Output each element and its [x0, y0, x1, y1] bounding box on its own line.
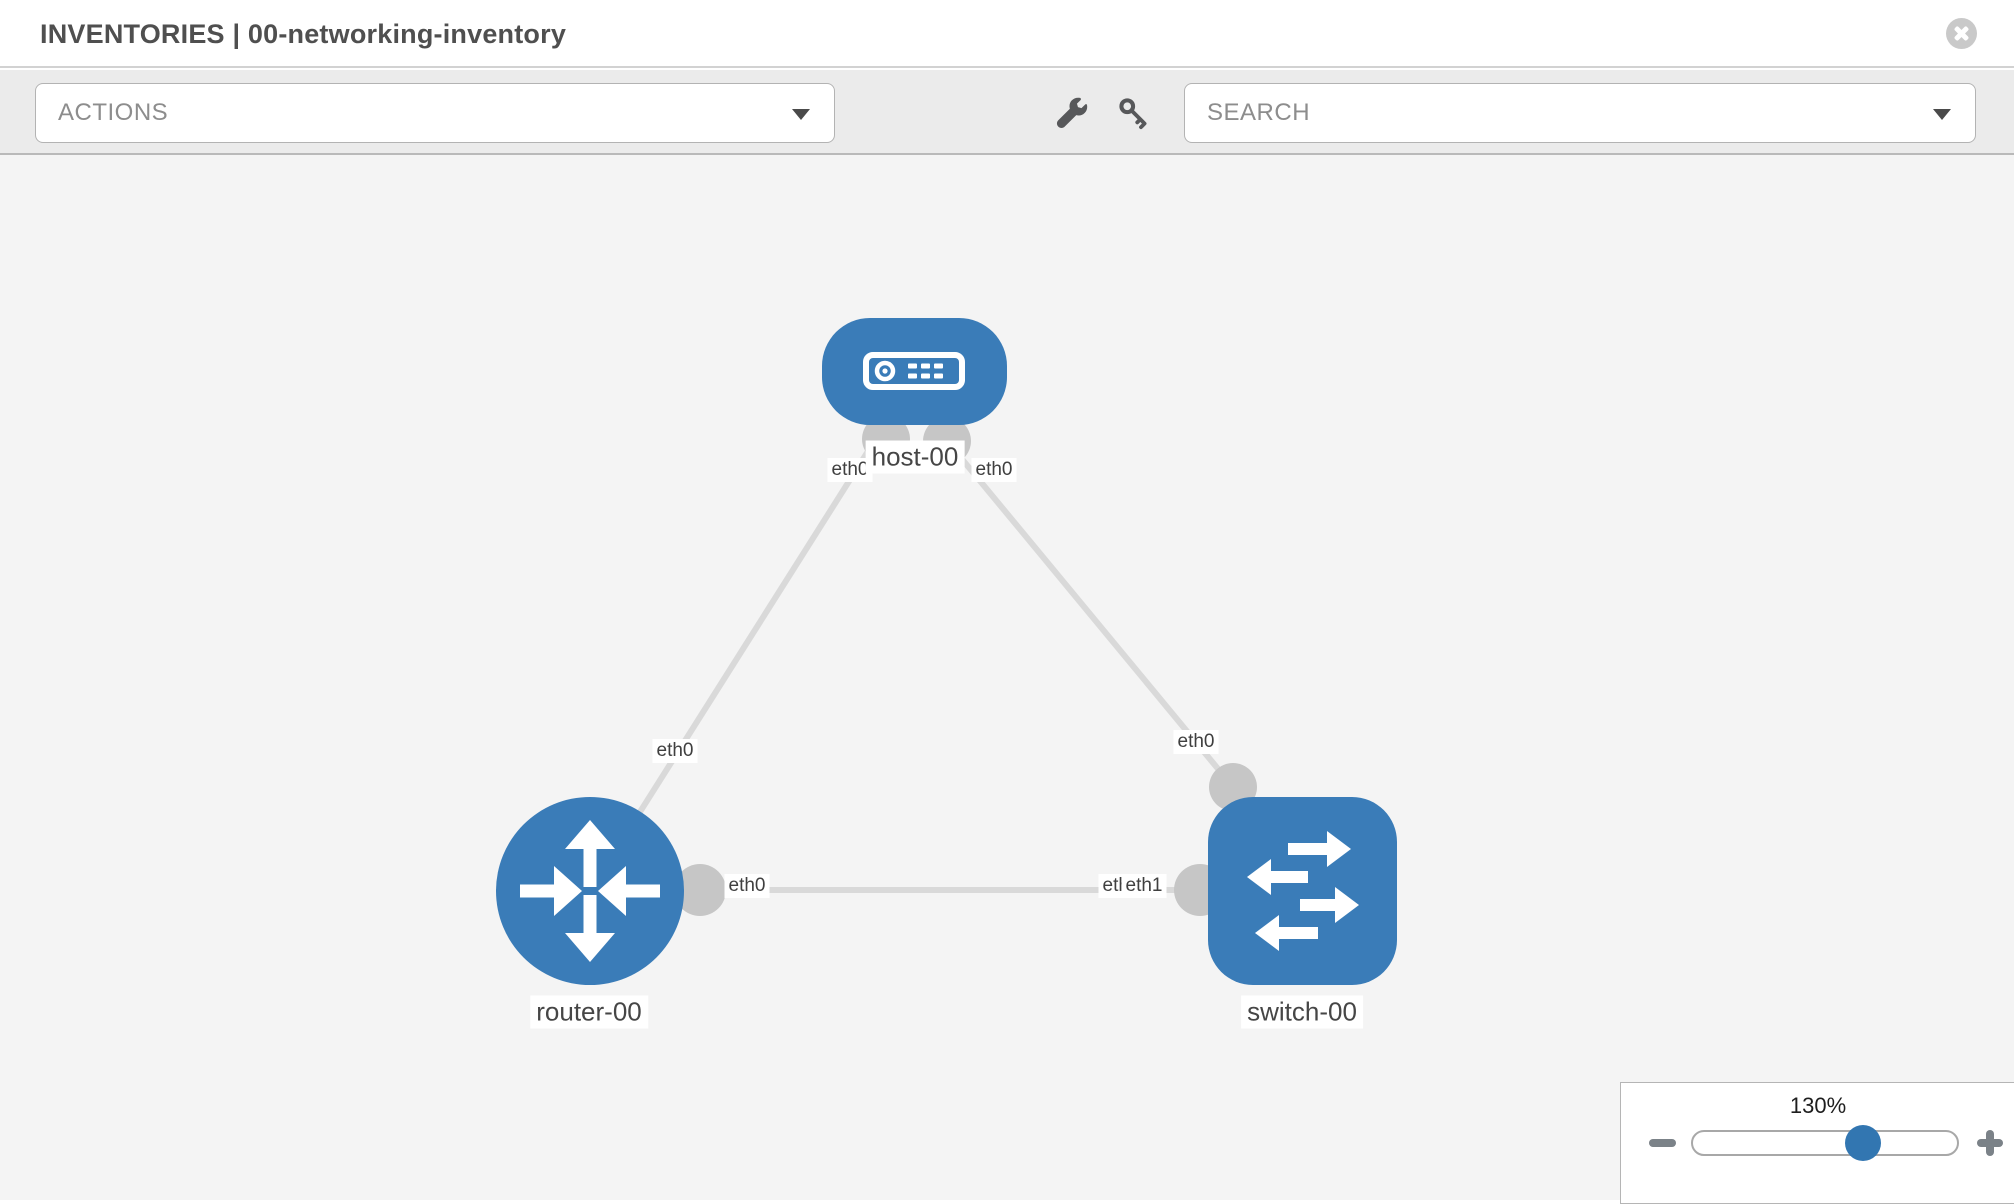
iface-label: eth0 — [652, 739, 698, 763]
title-bar: INVENTORIES | 00-networking-inventory — [0, 0, 2014, 68]
iface-label: eth0 — [724, 874, 770, 898]
router-icon — [520, 820, 660, 962]
close-icon[interactable] — [1946, 18, 1977, 49]
chevron-down-icon — [1933, 109, 1951, 120]
toolbar: ACTIONS SEARCH — [0, 70, 2014, 155]
node-label-host-00: host-00 — [865, 440, 965, 474]
node-router-00[interactable] — [496, 797, 684, 985]
node-switch-00[interactable] — [1208, 797, 1397, 985]
switch-icon — [1247, 831, 1359, 951]
iface-label: eth0 — [1173, 730, 1219, 754]
iface-label: eth0 — [971, 458, 1017, 482]
zoom-level-value: 130% — [1789, 1093, 1847, 1118]
node-label-switch-00: switch-00 — [1241, 995, 1363, 1029]
zoom-out-button[interactable] — [1649, 1139, 1676, 1147]
configure-button[interactable] — [1053, 95, 1089, 131]
host-icon — [863, 352, 965, 390]
actions-dropdown-label: ACTIONS — [58, 99, 169, 126]
zoom-in-button[interactable] — [1977, 1130, 2003, 1156]
node-label-router-00: router-00 — [530, 995, 648, 1029]
iface-label: eth0 — [827, 458, 873, 482]
zoom-panel: 130% — [1620, 1082, 2014, 1204]
port-router-eth0[interactable] — [674, 864, 726, 916]
credentials-button[interactable] — [1116, 95, 1152, 131]
node-host-00[interactable] — [822, 318, 1007, 425]
chevron-down-icon — [792, 109, 810, 120]
zoom-slider-track[interactable] — [1691, 1130, 1959, 1156]
topology-graph — [496, 318, 1397, 985]
topology-canvas[interactable]: eth0 eth0 eth0 eth0 eth0 eth0 eth1 host-… — [0, 155, 2014, 1200]
iface-label: eth1 — [1121, 874, 1167, 898]
page-title: INVENTORIES | 00-networking-inventory — [40, 19, 567, 49]
wrench-icon — [1056, 97, 1088, 128]
actions-dropdown[interactable]: ACTIONS — [35, 83, 835, 143]
search-input[interactable]: SEARCH — [1207, 99, 1311, 126]
zoom-slider-thumb[interactable] — [1845, 1125, 1881, 1161]
key-icon — [1119, 98, 1147, 130]
search-dropdown[interactable]: SEARCH — [1184, 83, 1976, 143]
link-host-switch[interactable] — [944, 439, 1236, 789]
